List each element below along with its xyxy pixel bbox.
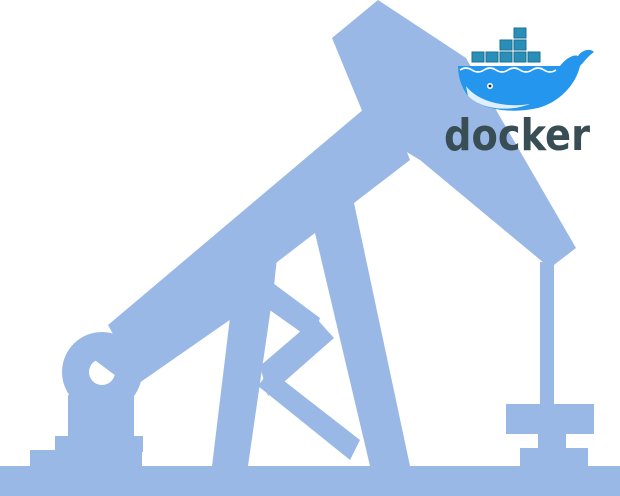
horse-head [332, 0, 576, 268]
base-step-lower [30, 450, 142, 468]
docker-wordmark: docker [444, 110, 590, 161]
samson-post-left [212, 210, 282, 466]
whale-icon [458, 49, 594, 111]
samson-post-right [302, 156, 410, 466]
wellhead-top [506, 404, 594, 434]
base-step-upper [55, 436, 143, 452]
ground-slab [0, 466, 620, 496]
wellhead-neck [538, 432, 566, 450]
brace-upper [250, 272, 320, 340]
whale-belly [466, 86, 530, 109]
brace-middle [260, 318, 334, 396]
polished-rod [540, 262, 554, 410]
wave-line [459, 67, 557, 73]
brace-lower [258, 370, 360, 460]
container-stack-icon [471, 27, 541, 63]
docker-logo: docker [444, 27, 594, 161]
wellhead-base [520, 448, 588, 468]
